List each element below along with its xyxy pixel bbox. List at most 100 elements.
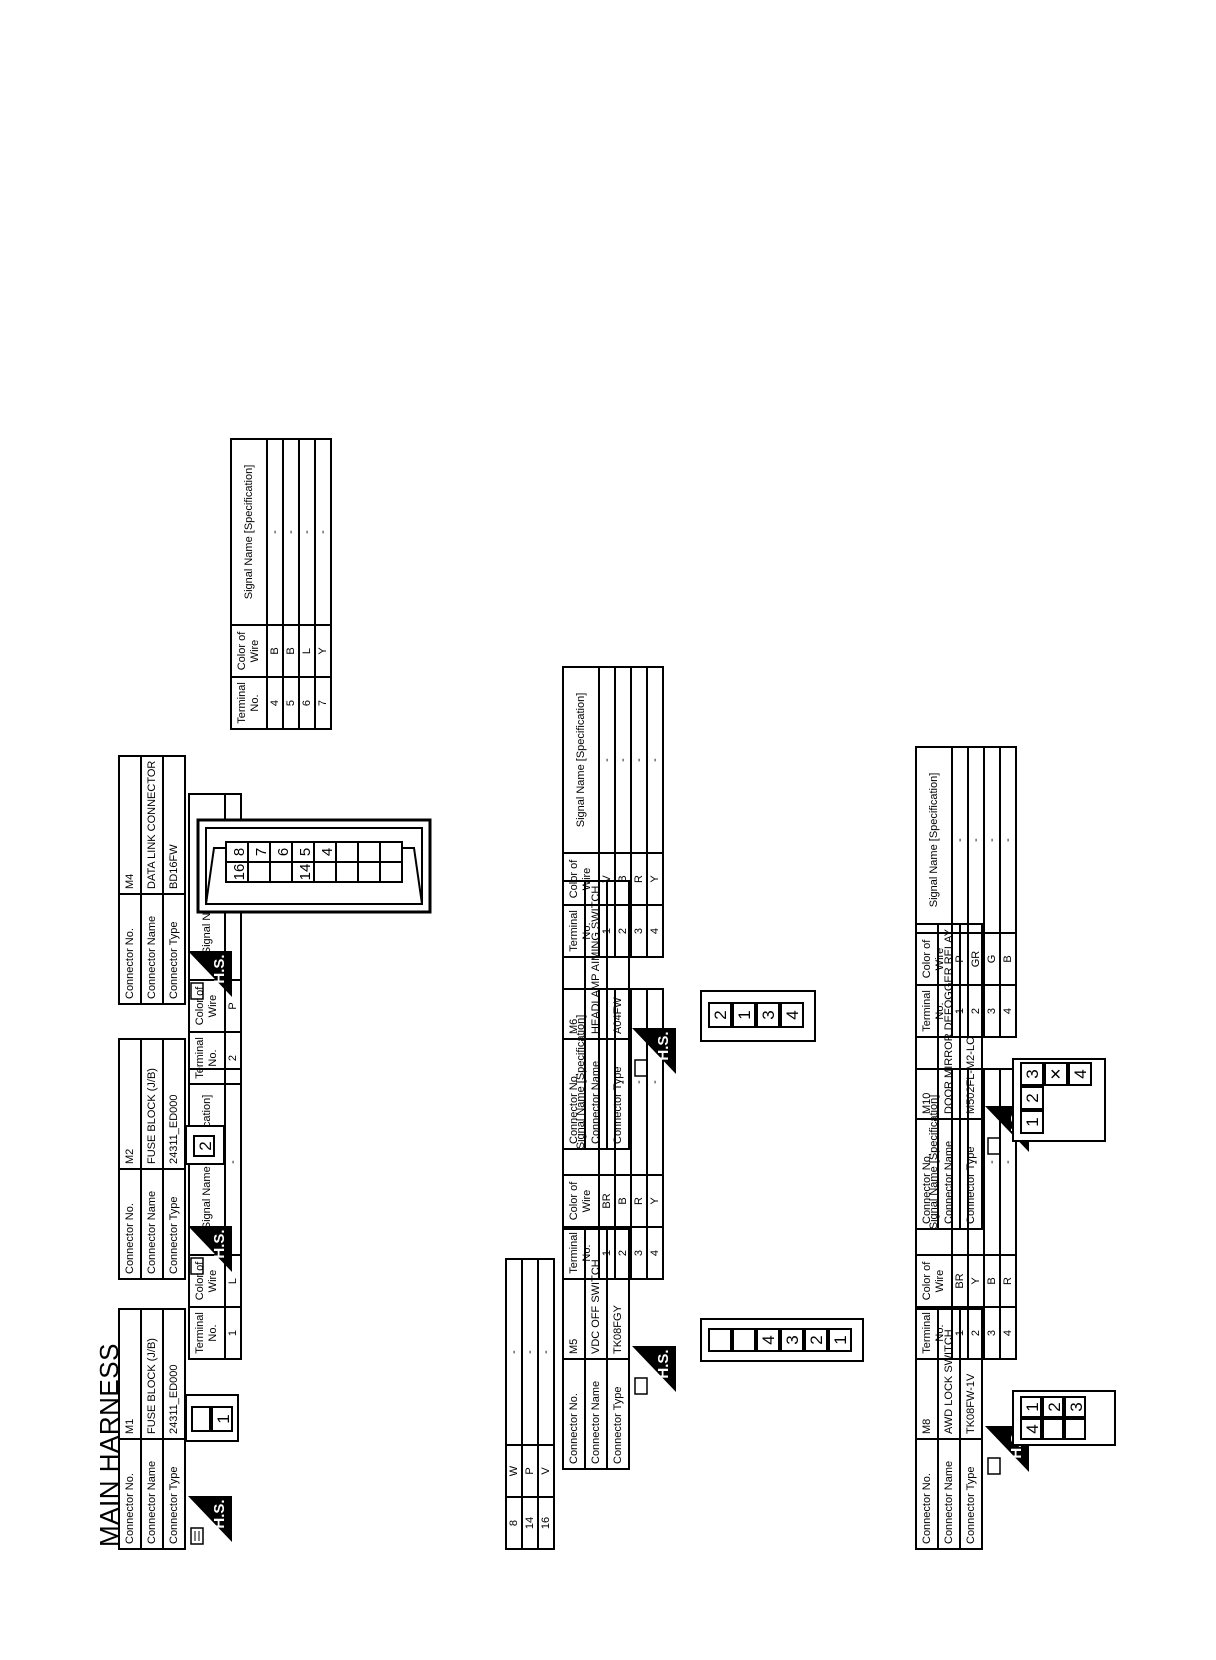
m5-connector-face: 4 3 2 1	[700, 1318, 864, 1362]
color-header: Color of Wire	[563, 853, 599, 905]
color-cell: B	[267, 625, 283, 677]
signal-cell: -	[984, 747, 1000, 933]
m2-connector-type: 24311_ED000	[163, 1039, 185, 1169]
color-cell: R	[1000, 1255, 1016, 1307]
m4-pin-label: 6	[275, 847, 292, 857]
m5-pin-blank	[732, 1328, 756, 1352]
color-cell: B	[615, 1175, 631, 1227]
signal-cell: -	[522, 1259, 538, 1445]
m2-pin: 2	[193, 1135, 215, 1157]
color-cell: P	[522, 1445, 538, 1497]
color-cell: V	[599, 853, 615, 905]
terminal-cell: 1	[599, 905, 615, 957]
signal-header: Signal Name [Specification]	[563, 667, 599, 853]
terminal-cell: 16	[538, 1497, 554, 1549]
color-header: Color of Wire	[916, 1255, 952, 1307]
terminal-no-header: Terminal No.	[563, 1227, 599, 1279]
terminal-cell: 5	[283, 677, 299, 729]
m8-pin: 4	[1020, 1418, 1042, 1440]
m5-pin: 1	[828, 1328, 852, 1352]
m10-pin: 1	[1020, 1110, 1044, 1134]
m2-connector-no: M2	[119, 1039, 141, 1169]
signal-cell: -	[299, 439, 315, 625]
signal-cell: -	[968, 747, 984, 933]
m2-connector-name: FUSE BLOCK (J/B)	[141, 1039, 163, 1169]
connector-name-label: Connector Name	[141, 1169, 163, 1279]
connector-no-label: Connector No.	[563, 1359, 585, 1469]
terminal-no-header: Terminal No.	[189, 1032, 225, 1084]
connector-no-label: Connector No.	[119, 894, 141, 1004]
connector-name-label: Connector Name	[141, 1439, 163, 1549]
terminal-cell: 1	[225, 1307, 241, 1359]
connector-type-label: Connector Type	[163, 1439, 185, 1549]
signal-cell: -	[647, 989, 663, 1175]
color-header: Color of Wire	[563, 1175, 599, 1227]
m4-connector-no: M4	[119, 755, 141, 894]
m6-pin: 2	[708, 1002, 732, 1028]
terminal-no-header: Terminal No.	[231, 677, 267, 729]
signal-cell: -	[506, 1259, 522, 1445]
m4-pin-label: 16	[231, 863, 248, 881]
terminal-cell: 1	[952, 985, 968, 1037]
m4-pin-label: 5	[297, 847, 314, 857]
m6-connector-face: 2 1 3 4	[700, 990, 816, 1042]
m5-pin: 2	[804, 1328, 828, 1352]
signal-cell: -	[538, 1259, 554, 1445]
m5-pin: 4	[756, 1328, 780, 1352]
signal-cell: -	[631, 989, 647, 1175]
terminal-no-header: Terminal No.	[916, 985, 952, 1037]
terminal-cell: 2	[615, 905, 631, 957]
hs-label: H.S.	[655, 1349, 672, 1378]
signal-header: Signal Name [Specification]	[231, 439, 267, 625]
terminal-cell: 1	[952, 1307, 968, 1359]
m4-connector-face	[196, 818, 432, 914]
m10-connector-face: 1 2 3 ✕ 4	[1012, 1058, 1106, 1142]
m4-pin-label: 4	[319, 847, 336, 857]
hs-label: H.S.	[211, 1229, 228, 1258]
terminal-cell: 1	[599, 1227, 615, 1279]
m2-connector-face: 2	[185, 1125, 225, 1165]
color-cell: G	[984, 933, 1000, 985]
connector-type-label: Connector Type	[163, 1169, 185, 1279]
connector-type-label: Connector Type	[607, 1359, 629, 1469]
connector-type-label: Connector Type	[960, 1119, 982, 1229]
m10-pin: 2	[1020, 1086, 1044, 1110]
color-cell: B	[1000, 933, 1016, 985]
terminal-no-header: Terminal No.	[916, 1307, 952, 1359]
m1-connector-face: 1	[185, 1394, 239, 1442]
color-cell: Y	[968, 1255, 984, 1307]
terminal-cell: 4	[647, 905, 663, 957]
m6-pin: 4	[780, 1002, 804, 1028]
color-cell: Y	[647, 1175, 663, 1227]
connector-type-label: Connector Type	[960, 1439, 982, 1549]
color-cell: P	[952, 933, 968, 985]
signal-cell: -	[267, 439, 283, 625]
terminal-cell: 4	[267, 677, 283, 729]
color-cell: BR	[952, 1255, 968, 1307]
m4-connector-name: DATA LINK CONNECTOR	[141, 755, 163, 894]
m5-pin-blank	[708, 1328, 732, 1352]
signal-cell: -	[1000, 747, 1016, 933]
color-cell: Y	[315, 625, 331, 677]
signal-cell: -	[631, 667, 647, 853]
m8-connector-face: 4 1 2 3	[1012, 1390, 1116, 1446]
terminal-cell: 3	[984, 1307, 1000, 1359]
signal-cell: -	[315, 439, 331, 625]
color-cell: B	[984, 1255, 1000, 1307]
terminal-cell: 4	[1000, 985, 1016, 1037]
connector-no-label: Connector No.	[119, 1439, 141, 1549]
m1-pin-slot	[191, 1406, 211, 1432]
signal-cell: -	[615, 667, 631, 853]
